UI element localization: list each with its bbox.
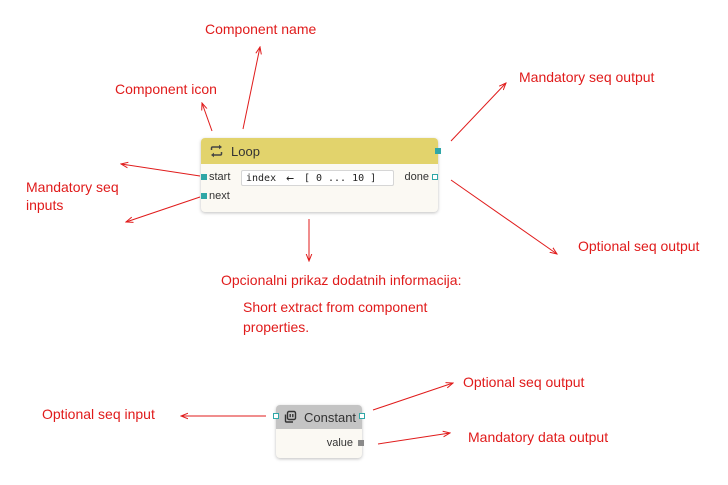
constant-copy-icon <box>283 410 297 424</box>
arrow-component-name <box>242 47 260 130</box>
constant-value-label: value <box>326 437 353 449</box>
constant-value-data-output-port[interactable] <box>358 440 364 446</box>
loop-start-label: start <box>209 171 231 183</box>
annotation-mandatory-seq-inputs: Mandatory seq inputs <box>26 179 119 213</box>
arrow-optional-seq-output-bottom <box>372 383 453 411</box>
loop-next-input-port[interactable] <box>201 193 207 199</box>
arrow-optional-seq-output-top <box>450 179 557 254</box>
annotation-component-name: Component name <box>205 21 317 37</box>
constant-optional-seq-input-port[interactable] <box>273 413 279 419</box>
loop-arrows-icon <box>209 144 224 158</box>
loop-done-output-port[interactable] <box>432 174 438 180</box>
loop-start-input-port[interactable] <box>201 174 207 180</box>
loop-done-label: done <box>404 171 429 183</box>
constant-component-header[interactable]: Constant <box>273 405 365 429</box>
annotation-mandatory-seq-output: Mandatory seq output <box>519 69 655 85</box>
extract-range: [ 0 ... 10 ] <box>303 172 377 184</box>
annotation-mandatory-data-output: Mandatory data output <box>468 429 609 445</box>
extract-arrow: ← <box>286 170 294 186</box>
constant-component-name: Constant <box>304 409 357 425</box>
constant-component[interactable]: Constant value <box>273 405 365 458</box>
arrow-mandatory-seq-output <box>450 83 506 142</box>
annotation-extra-info-desc: Short extract from component properties. <box>243 299 428 335</box>
annotation-component-icon: Component icon <box>115 81 217 97</box>
loop-component[interactable]: Loop start next index ← [ 0 ... 10 ] don… <box>201 138 441 212</box>
loop-component-name: Loop <box>231 143 260 159</box>
extract-variable: index <box>246 172 277 184</box>
constant-optional-seq-output-port[interactable] <box>359 413 365 419</box>
arrow-component-icon <box>202 103 213 132</box>
annotation-extra-info-title: Opcionalni prikaz dodatnih informacija: <box>221 272 462 288</box>
annotation-optional-seq-output-top: Optional seq output <box>578 238 700 254</box>
loop-next-label: next <box>209 190 230 202</box>
loop-component-header[interactable]: Loop <box>201 138 441 164</box>
annotation-optional-seq-input: Optional seq input <box>42 406 155 422</box>
loop-properties-extract: index ← [ 0 ... 10 ] <box>241 170 394 186</box>
arrow-mandatory-data-output <box>377 433 450 445</box>
loop-mandatory-seq-output-port[interactable] <box>435 148 441 154</box>
arrow-seq-input-start <box>121 164 201 177</box>
annotation-optional-seq-output-bottom: Optional seq output <box>463 374 585 390</box>
